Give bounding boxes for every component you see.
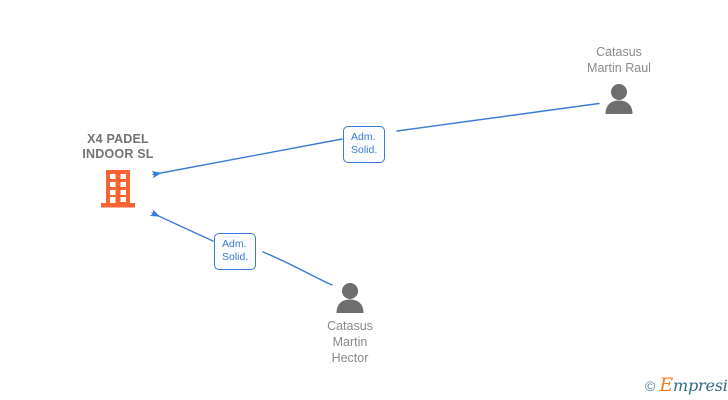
watermark-brand: Empresia	[659, 376, 728, 395]
company-node[interactable]: X4 PADEL INDOOR SL	[58, 132, 178, 208]
person-icon	[605, 84, 633, 114]
person-icon-wrap	[554, 83, 684, 114]
person-icon-wrap	[285, 282, 415, 313]
person-node-hector[interactable]: Catasus Martin Hector	[285, 282, 415, 366]
person-icon	[336, 283, 364, 313]
edge-label-adm-solid-hector[interactable]: Adm. Solid.	[214, 233, 257, 270]
person-name-label: Catasus Martin Hector	[327, 319, 373, 365]
edge-raul-to-company	[151, 102, 600, 179]
watermark-initial: E	[659, 374, 673, 396]
edge-label-adm-solid-raul[interactable]: Adm. Solid.	[343, 126, 386, 163]
person-node-raul[interactable]: Catasus Martin Raul	[554, 44, 684, 114]
company-icon-wrap	[58, 168, 178, 208]
person-name-label: Catasus Martin Raul	[587, 45, 651, 75]
building-icon	[101, 170, 135, 208]
copyright-icon: ©	[645, 377, 656, 394]
watermark-rest: mpresia	[673, 376, 728, 395]
company-name-label: X4 PADEL INDOOR SL	[82, 132, 154, 161]
watermark: © Empresia	[645, 376, 728, 395]
edge-hector-to-company	[149, 209, 333, 286]
